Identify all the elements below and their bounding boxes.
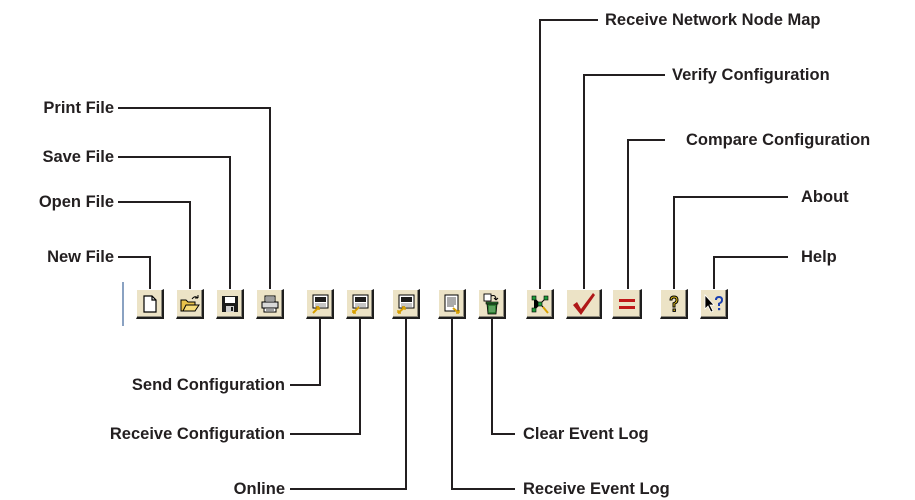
send-configuration-button[interactable] — [306, 289, 334, 319]
receive-event-log-icon — [444, 294, 460, 314]
receive-configuration-button[interactable] — [346, 289, 374, 319]
about-button[interactable] — [660, 289, 688, 319]
clear-event-log-icon — [483, 293, 498, 314]
open-file-button[interactable] — [176, 289, 204, 319]
leader-receive-event-log — [451, 319, 515, 490]
label-receive-event-log: Receive Event Log — [523, 480, 670, 498]
leader-save-file — [118, 156, 231, 289]
leader-clear-event-log — [491, 319, 515, 435]
compare-equals-icon — [618, 298, 635, 309]
clear-event-log-button[interactable] — [478, 289, 506, 319]
online-button[interactable] — [392, 289, 420, 319]
label-about: About — [801, 188, 849, 206]
save-file-icon — [221, 295, 238, 312]
leader-network-node-map — [539, 19, 598, 289]
leader-compare-configuration — [627, 139, 665, 289]
label-print-file: Print File — [43, 99, 114, 117]
label-open-file: Open File — [38, 193, 114, 211]
open-file-icon — [180, 294, 200, 311]
send-configuration-icon — [311, 294, 328, 314]
label-compare-configuration: Compare Configuration — [686, 131, 871, 149]
new-file-button[interactable] — [136, 289, 164, 319]
print-file-icon — [261, 295, 278, 312]
save-file-button[interactable] — [216, 289, 244, 319]
compare-configuration-button[interactable] — [612, 289, 642, 319]
label-save-file: Save File — [42, 148, 114, 166]
print-file-button[interactable] — [256, 289, 284, 319]
label-send-configuration: Send Configuration — [131, 376, 285, 394]
label-receive-configuration: Receive Configuration — [109, 425, 285, 443]
leader-new-file — [118, 256, 151, 289]
new-file-icon — [142, 294, 157, 313]
label-new-file: New File — [47, 248, 114, 266]
leader-about — [673, 196, 788, 289]
leader-open-file — [118, 201, 191, 289]
about-question-icon — [668, 294, 679, 312]
verify-checkmark-icon — [572, 292, 595, 315]
receive-event-log-button[interactable] — [438, 289, 466, 319]
help-pointer-icon — [704, 293, 723, 313]
online-icon — [396, 294, 414, 314]
label-verify-configuration: Verify Configuration — [672, 66, 830, 84]
leader-send-configuration — [290, 319, 321, 386]
label-receive-network-node-map: Receive Network Node Map — [605, 11, 821, 29]
leader-verify-configuration — [583, 74, 665, 289]
verify-configuration-button[interactable] — [566, 289, 602, 319]
leader-help — [713, 256, 788, 289]
label-help: Help — [801, 248, 837, 266]
receive-network-node-map-button[interactable] — [526, 289, 554, 319]
leader-receive-configuration — [290, 319, 361, 435]
leader-print-file — [118, 107, 271, 289]
toolbar-grip — [122, 282, 124, 326]
network-node-map-icon — [531, 295, 549, 314]
label-online: Online — [233, 480, 285, 498]
receive-configuration-icon — [351, 294, 368, 314]
help-button[interactable] — [700, 289, 728, 319]
label-clear-event-log: Clear Event Log — [523, 425, 649, 443]
leader-online — [290, 319, 407, 490]
